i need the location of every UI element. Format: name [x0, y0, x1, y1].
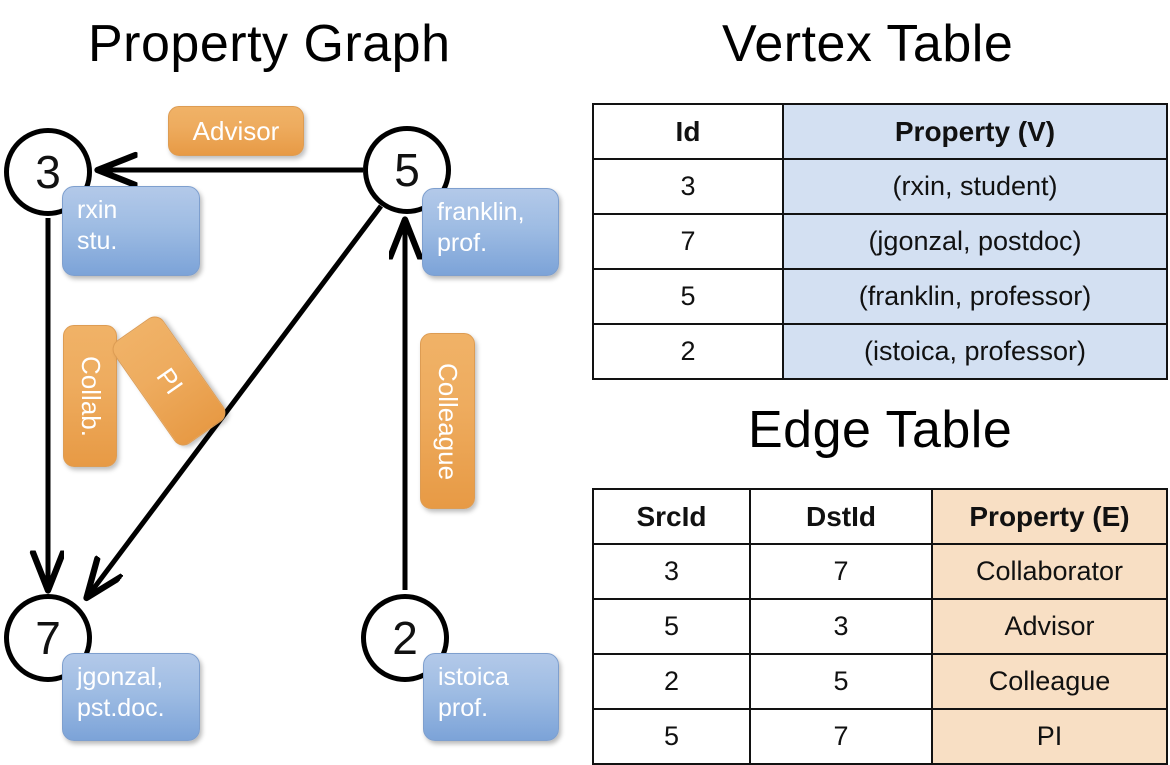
- table-row[interactable]: 3 (rxin, student): [592, 158, 1168, 215]
- edge-cell-dstid: 7: [749, 708, 933, 765]
- node-property-bubble-5[interactable]: franklin, prof.: [422, 188, 559, 276]
- edge-cell-srcid: 3: [592, 543, 751, 600]
- vertex-cell-id: 3: [592, 158, 784, 215]
- edge-cell-dstid: 3: [749, 598, 933, 655]
- table-row[interactable]: 5 (franklin, professor): [592, 268, 1168, 325]
- edge-table-header-srcid: SrcId: [592, 488, 751, 545]
- vertex-table-header-property: Property (V): [782, 103, 1168, 160]
- node-property-bubble-5-line2: prof.: [437, 228, 488, 257]
- edge-cell-property: Colleague: [931, 653, 1168, 710]
- vertex-table: Id Property (V) 3 (rxin, student) 7 (jgo…: [592, 103, 1168, 380]
- node-property-bubble-7[interactable]: jgonzal, pst.doc.: [62, 653, 200, 741]
- edge-label-advisor-text: Advisor: [192, 115, 280, 146]
- edge-table-header-row: SrcId DstId Property (E): [592, 488, 1168, 545]
- vertex-cell-id: 2: [592, 323, 784, 380]
- edge-cell-srcid: 5: [592, 598, 751, 655]
- edge-table-header-property: Property (E): [931, 488, 1168, 545]
- edge-table: SrcId DstId Property (E) 3 7 Collaborato…: [592, 488, 1168, 765]
- graph-edge-arrows: [0, 0, 585, 760]
- page-title-vertex-table: Vertex Table: [722, 15, 1014, 73]
- edge-cell-srcid: 5: [592, 708, 751, 765]
- graph-node-2[interactable]: 2: [361, 594, 449, 682]
- node-property-bubble-2-line2: prof.: [438, 693, 489, 722]
- node-property-bubble-5-line1: franklin,: [437, 198, 525, 226]
- graph-node-7-label: 7: [35, 612, 61, 664]
- edge-label-advisor[interactable]: Advisor: [168, 106, 304, 156]
- node-property-bubble-7-line2: pst.doc.: [77, 693, 165, 722]
- edge-label-colleague-text: Colleague: [433, 362, 463, 480]
- edge-label-pi-text: PI: [150, 362, 189, 400]
- graph-node-5-label: 5: [394, 144, 420, 196]
- node-property-bubble-3-line2: stu.: [77, 226, 118, 255]
- edge-cell-srcid: 2: [592, 653, 751, 710]
- vertex-table-header-row: Id Property (V): [592, 103, 1168, 160]
- node-property-bubble-2-line1: istoica: [438, 663, 509, 691]
- edge-label-colleague[interactable]: Colleague: [420, 333, 475, 509]
- node-property-bubble-3[interactable]: rxin stu.: [62, 186, 200, 276]
- edge-label-collab-text: Collab.: [75, 355, 106, 437]
- node-property-bubble-3-line1: rxin: [77, 196, 118, 224]
- edge-cell-property: Collaborator: [931, 543, 1168, 600]
- vertex-cell-property: (istoica, professor): [782, 323, 1168, 380]
- property-graph-diagram: 3 5 7 2 rxin stu. franklin, prof. jgonza…: [0, 0, 585, 760]
- edge-table-header-dstid: DstId: [749, 488, 933, 545]
- table-row[interactable]: 5 3 Advisor: [592, 598, 1168, 655]
- vertex-cell-id: 5: [592, 268, 784, 325]
- vertex-cell-property: (franklin, professor): [782, 268, 1168, 325]
- edge-cell-property: Advisor: [931, 598, 1168, 655]
- table-row[interactable]: 7 (jgonzal, postdoc): [592, 213, 1168, 270]
- edge-label-collab[interactable]: Collab.: [63, 325, 117, 467]
- page-title-edge-table: Edge Table: [748, 401, 1013, 459]
- edge-arrow-pi: [88, 204, 383, 596]
- table-row[interactable]: 2 (istoica, professor): [592, 323, 1168, 380]
- node-property-bubble-2[interactable]: istoica prof.: [423, 653, 559, 741]
- edge-cell-dstid: 5: [749, 653, 933, 710]
- vertex-cell-property: (rxin, student): [782, 158, 1168, 215]
- edge-cell-property: PI: [931, 708, 1168, 765]
- table-row[interactable]: 3 7 Collaborator: [592, 543, 1168, 600]
- graph-node-3-label: 3: [35, 146, 61, 198]
- table-row[interactable]: 5 7 PI: [592, 708, 1168, 765]
- edge-cell-dstid: 7: [749, 543, 933, 600]
- vertex-cell-property: (jgonzal, postdoc): [782, 213, 1168, 270]
- graph-node-2-label: 2: [392, 612, 418, 664]
- graph-node-5[interactable]: 5: [363, 126, 451, 214]
- vertex-table-header-id: Id: [592, 103, 784, 160]
- node-property-bubble-7-line1: jgonzal,: [77, 663, 164, 691]
- table-row[interactable]: 2 5 Colleague: [592, 653, 1168, 710]
- vertex-cell-id: 7: [592, 213, 784, 270]
- page-title-property-graph: Property Graph: [88, 15, 451, 73]
